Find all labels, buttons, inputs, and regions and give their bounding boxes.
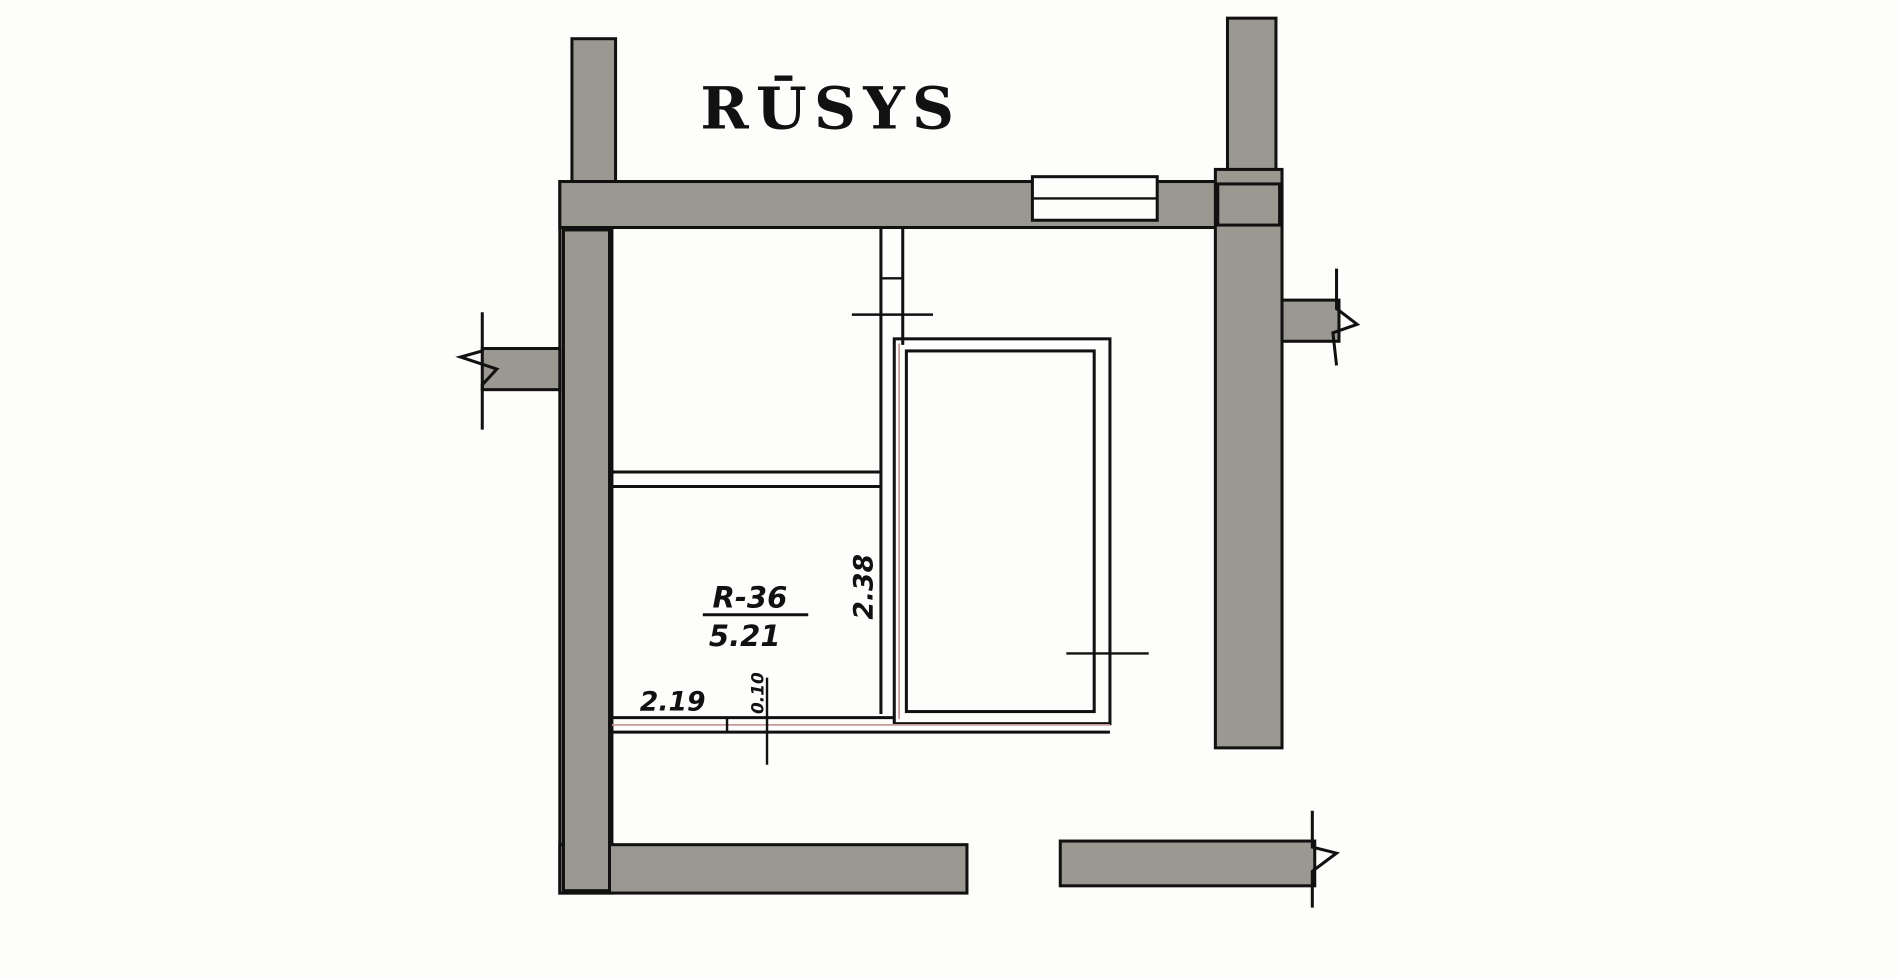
- right-wall-stub: [1280, 298, 1341, 343]
- walls: [480, 16, 1341, 895]
- bottom-left-wall: [558, 843, 969, 895]
- right-top-wall-stub: [1225, 16, 1278, 177]
- dimension-width: 2.19: [640, 686, 706, 717]
- dimension-small: 0.10: [747, 672, 767, 714]
- room-area: 5.21: [709, 619, 781, 653]
- partitions: [611, 227, 1149, 765]
- bottom-right-wall: [1058, 839, 1317, 888]
- right-wall: [1213, 167, 1284, 750]
- break-lines: [455, 268, 1361, 908]
- dimension-height: 2.38: [848, 554, 879, 620]
- top-wall: [558, 180, 1284, 230]
- left-top-wall-stub: [570, 37, 618, 192]
- room-label: R-36: [713, 581, 788, 615]
- plan-title: RŪSYS: [700, 73, 961, 142]
- closet: [892, 337, 1112, 726]
